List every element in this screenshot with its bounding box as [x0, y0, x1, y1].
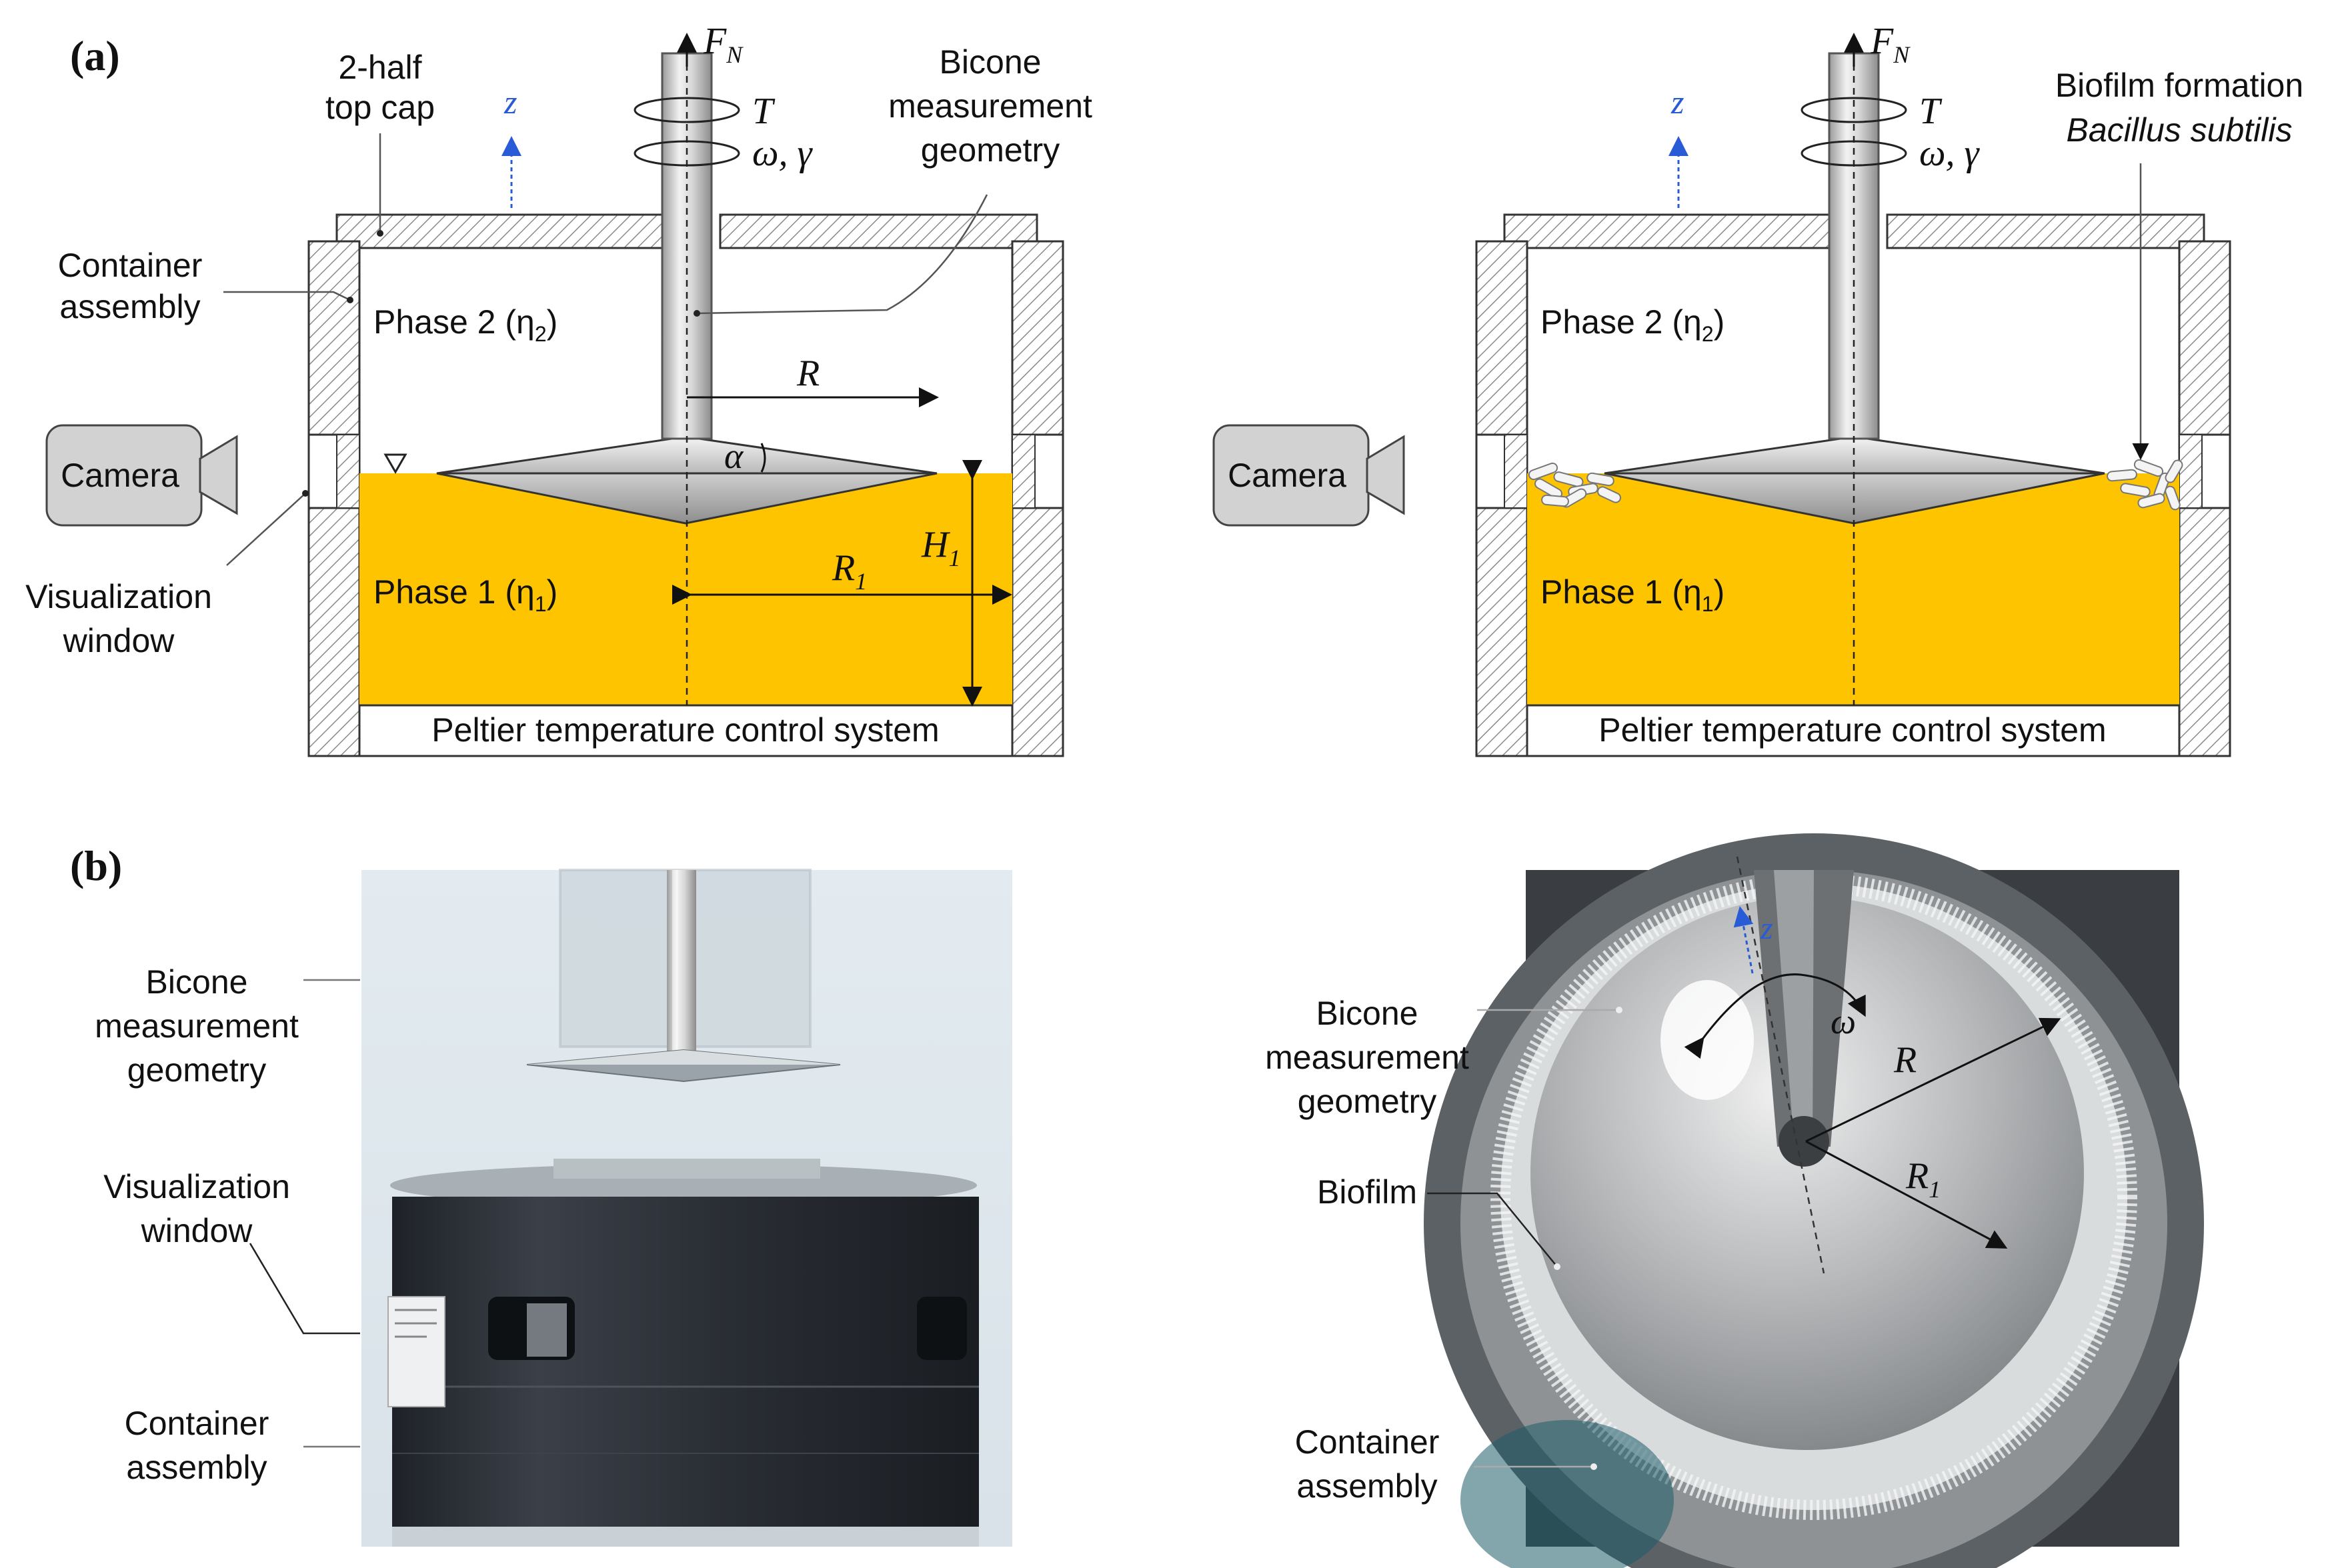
R1-label: R — [832, 547, 855, 589]
svg-text:R1: R1 — [1905, 1155, 1941, 1203]
phase1-subscript: 1 — [535, 592, 547, 616]
R1-subscript: 1 — [855, 568, 867, 595]
biofilm-bacteria-left — [1528, 462, 1621, 508]
photo-z-label: z — [1760, 911, 1773, 946]
container-wall-left-lower — [307, 507, 361, 757]
z-axis-label: z — [503, 83, 517, 121]
phase1-label: Phase 1 (η — [373, 573, 535, 611]
force-label-right: F — [1870, 21, 1894, 62]
top-cap-right-half — [719, 213, 1038, 249]
svg-text:H1: H1 — [921, 524, 960, 571]
photo-container — [392, 1197, 979, 1527]
container-wall-right-lower — [1011, 507, 1064, 757]
force-subscript: N — [726, 41, 744, 68]
svg-text:Phase 1 (η1): Phase 1 (η1) — [1540, 573, 1724, 616]
phase1-label-right: Phase 1 (η — [1540, 573, 1702, 611]
photo-omega-label: ω — [1831, 1001, 1856, 1041]
peltier-label-right: Peltier temperature control system — [1598, 711, 2106, 749]
svg-text:R1: R1 — [832, 547, 867, 595]
torque-label: T — [752, 91, 776, 132]
photo-shaft — [667, 870, 696, 1063]
top-cap-left-half — [335, 213, 664, 249]
camera-left: Camera — [45, 424, 238, 527]
camera-label-right: Camera — [1228, 457, 1346, 494]
bacillus-label: Bacillus subtilis — [2066, 111, 2292, 149]
container-wall-left-upper — [307, 240, 361, 436]
photo-window-right — [917, 1297, 967, 1360]
panel-label-b: (b) — [70, 842, 122, 889]
phase2-label: Phase 2 (η — [373, 303, 535, 341]
torque-label-right: T — [1919, 91, 1943, 132]
biofilm-formation-label: Biofilm formation — [2055, 67, 2303, 104]
force-label: F — [703, 21, 727, 62]
omega-gamma-label: ω, γ — [752, 133, 814, 174]
svg-text:Phase 1 (η1): Phase 1 (η1) — [373, 573, 557, 616]
peltier-box — [358, 704, 1014, 757]
panel-label-a: (a) — [70, 32, 120, 79]
phase2-label-right: Phase 2 (η — [1540, 303, 1702, 341]
camera-label-left: Camera — [61, 457, 179, 494]
svg-text:FN: FN — [703, 21, 744, 68]
z-axis-label-right: z — [1670, 83, 1684, 121]
free-surface-marker — [383, 453, 407, 475]
container-wall-right-upper — [1011, 240, 1064, 436]
phase2-subscript: 2 — [535, 322, 547, 346]
photo-biofilm-label: Biofilm — [1317, 1173, 1417, 1211]
peltier-label-left: Peltier temperature control system — [431, 711, 939, 749]
svg-text:Phase 2 (η2): Phase 2 (η2) — [1540, 303, 1724, 346]
omega-gamma-label-right: ω, γ — [1919, 133, 1981, 174]
biofilm-bacteria-right — [2107, 459, 2183, 511]
svg-text:Phase 2 (η2): Phase 2 (η2) — [373, 303, 557, 346]
photo-R1-label: R — [1905, 1155, 1929, 1197]
H1-label: H — [921, 524, 950, 565]
camera-right: Camera — [1212, 424, 1405, 527]
schematic-left: z FN T ω, γ R α R1 H1 Phase 2 (η2) Phase… — [25, 21, 1092, 757]
R-label: R — [796, 353, 820, 394]
schematic-right: z FN T ω, γ Phase 2 (η2) Phase 1 (η1) Pe… — [1212, 21, 2303, 757]
svg-text:FN: FN — [1870, 21, 1911, 68]
H1-subscript: 1 — [948, 545, 960, 571]
alpha-label: α — [724, 436, 744, 476]
photo-R-label: R — [1893, 1039, 1917, 1081]
